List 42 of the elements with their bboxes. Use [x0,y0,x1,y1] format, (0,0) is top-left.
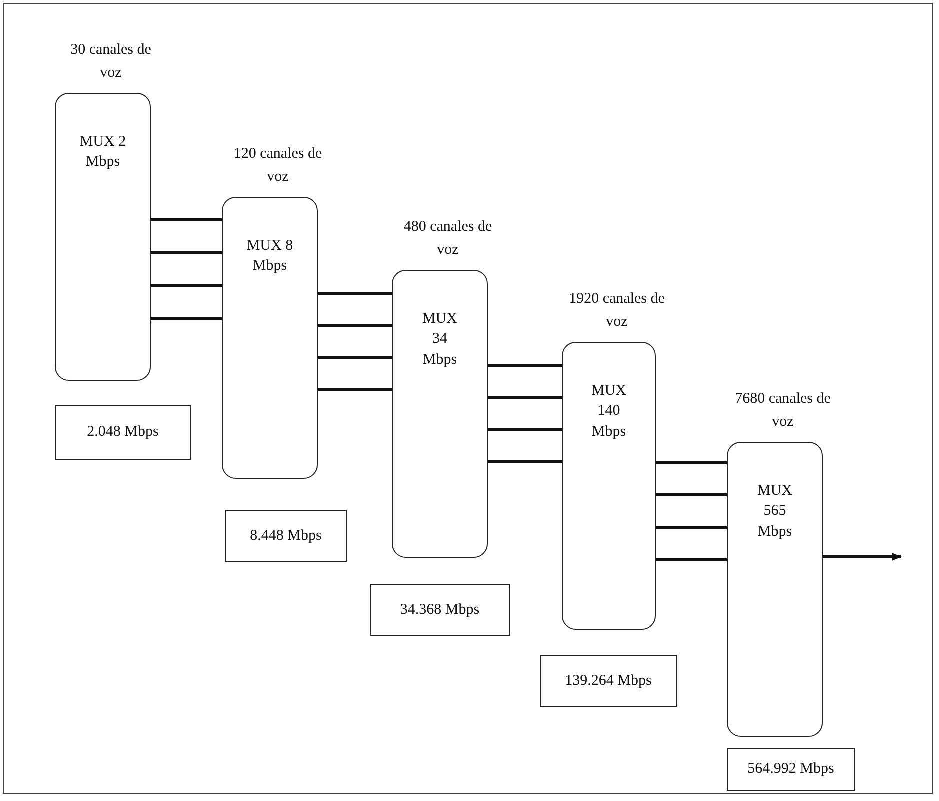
connection-line [488,364,562,368]
connection-line [488,460,562,464]
multiplexer-box [55,93,151,381]
multiplexer-box [222,197,318,479]
connection-line [151,284,222,288]
bit-rate-label: 34.368 Mbps [400,602,480,618]
rate-box [225,510,347,562]
rate-box [370,584,510,636]
output-arrow [823,553,902,561]
connection-line [151,318,222,320]
multiplexer-label: MUX 8 Mbps [246,237,294,276]
channel-count-label: 480 canales de voz [402,218,494,260]
rate-box [727,748,855,791]
multiplexer-box [392,270,488,558]
channel-count-label: 30 canales de voz [70,41,152,82]
connection-line [151,218,222,222]
bit-rate-label: 139.264 Mbps [565,672,652,690]
bit-rate-label: 8.448 Mbps [250,528,322,544]
channel-count-label: 1920 canales de voz [569,290,665,332]
rate-box [55,405,191,460]
connection-line [488,428,562,432]
multiplexer-label: MUX 140 Mbps [590,382,628,442]
channel-count-label: 120 canales de voz [232,145,324,186]
connection-line [656,494,727,496]
connection-line [151,252,222,254]
channel-count-label: 7680 canales de voz [735,390,831,432]
connection-line [656,526,727,530]
multiplexer-box [562,342,656,630]
connection-line [318,324,392,328]
connection-line [318,388,392,392]
connection-line [488,396,562,400]
connection-line [656,462,727,464]
connection-line [318,356,392,360]
multiplexer-box [727,442,823,737]
multiplexer-label: MUX 34 Mbps [421,310,458,370]
bit-rate-label: 564.992 Mbps [748,761,834,778]
multiplexer-label: MUX 2 Mbps [78,133,128,172]
connection-line [656,558,727,562]
bit-rate-label: 2.048 Mbps [87,424,159,441]
connection-line [318,292,392,296]
rate-box [540,655,677,707]
multiplexer-label: MUX 565 Mbps [756,482,794,542]
